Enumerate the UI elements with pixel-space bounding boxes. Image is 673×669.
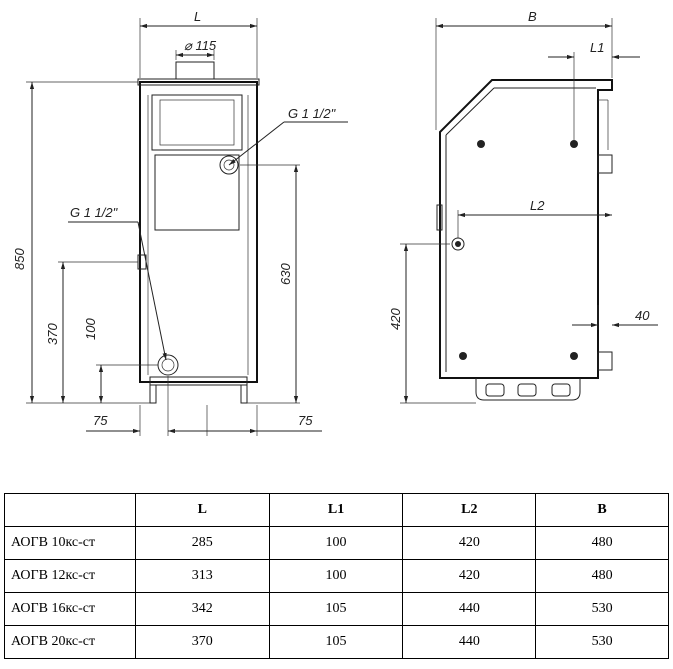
header-L2: L2 — [402, 493, 537, 527]
spec-table: L L1 L2 B АОГВ 10кс-ст 285 100 420 480 А… — [4, 493, 669, 659]
cell-B: 480 — [535, 559, 669, 593]
dim-L2-label: L2 — [530, 198, 545, 213]
lower-panel — [154, 154, 240, 231]
thread-port-bottom — [157, 354, 179, 376]
cell-model: АОГВ 16кс-ст — [4, 592, 136, 626]
screw — [477, 140, 485, 148]
cell-L1: 100 — [268, 559, 404, 593]
cell-L: 370 — [134, 625, 270, 659]
screw — [459, 352, 467, 360]
leg-left — [149, 384, 157, 404]
thread-port-bottom-inner — [161, 358, 175, 372]
dim-370-label: 370 — [45, 323, 60, 345]
rear-pipe-top — [597, 154, 613, 174]
table-row: АОГВ 16кс-ст 342 105 440 530 — [4, 592, 669, 626]
screw — [570, 352, 578, 360]
boiler-body-front — [139, 81, 258, 383]
cell-L2: 420 — [402, 526, 537, 560]
base-slot — [517, 383, 537, 397]
cell-L2: 420 — [402, 559, 537, 593]
dim-850-label: 850 — [12, 248, 27, 270]
thread-label-left: G 1 1/2" — [70, 205, 119, 220]
table-header-row: L L1 L2 B — [4, 493, 669, 527]
cell-L2: 440 — [402, 625, 537, 659]
dim-L-label: L — [194, 9, 201, 24]
technical-drawing: L ⌀ 115 G 1 1/2" G 1 1/2" 850 630 370 10… — [12, 9, 658, 436]
table-row: АОГВ 20кс-ст 370 105 440 530 — [4, 625, 669, 659]
upper-panel-inner — [159, 99, 235, 146]
leg-right — [240, 384, 248, 404]
header-model — [4, 493, 136, 527]
base-support — [475, 378, 581, 401]
table-row: АОГВ 10кс-ст 285 100 420 480 — [4, 526, 669, 560]
cell-L: 342 — [134, 592, 270, 626]
gas-connection-inner — [455, 241, 461, 247]
header-B: B — [535, 493, 669, 527]
thread-port-top — [219, 155, 239, 175]
dim-75-right-label: 75 — [298, 413, 313, 428]
cell-L1: 105 — [268, 592, 404, 626]
base-plate — [149, 376, 248, 386]
boiler-body-side — [439, 79, 613, 379]
cell-model: АОГВ 10кс-ст — [4, 526, 136, 560]
cell-L: 285 — [134, 526, 270, 560]
table-row: АОГВ 12кс-ст 313 100 420 480 — [4, 559, 669, 593]
dim-L1-label: L1 — [590, 40, 604, 55]
dim-420-label: 420 — [388, 308, 403, 330]
cell-L1: 100 — [268, 526, 404, 560]
thread-label-top: G 1 1/2" — [288, 106, 337, 121]
cell-model: АОГВ 20кс-ст — [4, 625, 136, 659]
upper-panel — [151, 94, 243, 151]
cell-B: 530 — [535, 625, 669, 659]
cell-L2: 440 — [402, 592, 537, 626]
dim-630-label: 630 — [278, 263, 293, 285]
rear-pipe-bottom — [597, 351, 613, 371]
cell-B: 480 — [535, 526, 669, 560]
dim-75-left-label: 75 — [93, 413, 108, 428]
side-view: B L1 L2 420 40 — [388, 9, 658, 404]
base-slot — [551, 383, 571, 397]
flue-pipe — [175, 61, 215, 80]
door-handle — [436, 204, 443, 231]
cell-L1: 105 — [268, 625, 404, 659]
cell-L: 313 — [134, 559, 270, 593]
header-L: L — [134, 493, 270, 527]
dim-100-label: 100 — [83, 318, 98, 340]
screw — [570, 140, 578, 148]
base-slot — [485, 383, 505, 397]
cell-B: 530 — [535, 592, 669, 626]
dim-B-label: B — [528, 9, 537, 24]
front-view: L ⌀ 115 G 1 1/2" G 1 1/2" 850 630 370 10… — [12, 9, 348, 436]
header-L1: L1 — [268, 493, 404, 527]
cell-model: АОГВ 12кс-ст — [4, 559, 136, 593]
dim-flue-label: ⌀ 115 — [184, 38, 217, 53]
dim-40-label: 40 — [635, 308, 650, 323]
